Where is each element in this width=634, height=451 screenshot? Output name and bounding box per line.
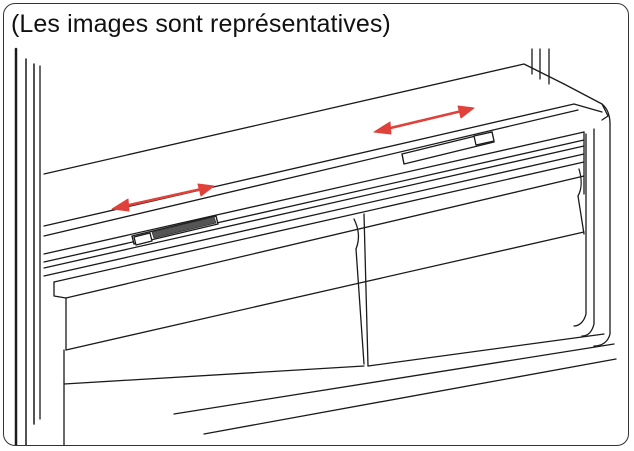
arrow-left-icon	[111, 183, 215, 212]
right-wall	[531, 48, 611, 347]
shelf-top	[43, 63, 609, 237]
drawer-fronts	[53, 168, 585, 367]
slider-left-icon	[131, 215, 219, 246]
illustration-frame: (Les images sont représentatives)	[3, 3, 629, 446]
slider-right-icon	[401, 131, 495, 165]
caption-text: (Les images sont représentatives)	[11, 10, 391, 38]
shelf-illustration	[14, 47, 617, 445]
arrow-right-icon	[373, 105, 475, 135]
drawer-floor	[63, 333, 617, 445]
left-wall	[14, 47, 41, 445]
